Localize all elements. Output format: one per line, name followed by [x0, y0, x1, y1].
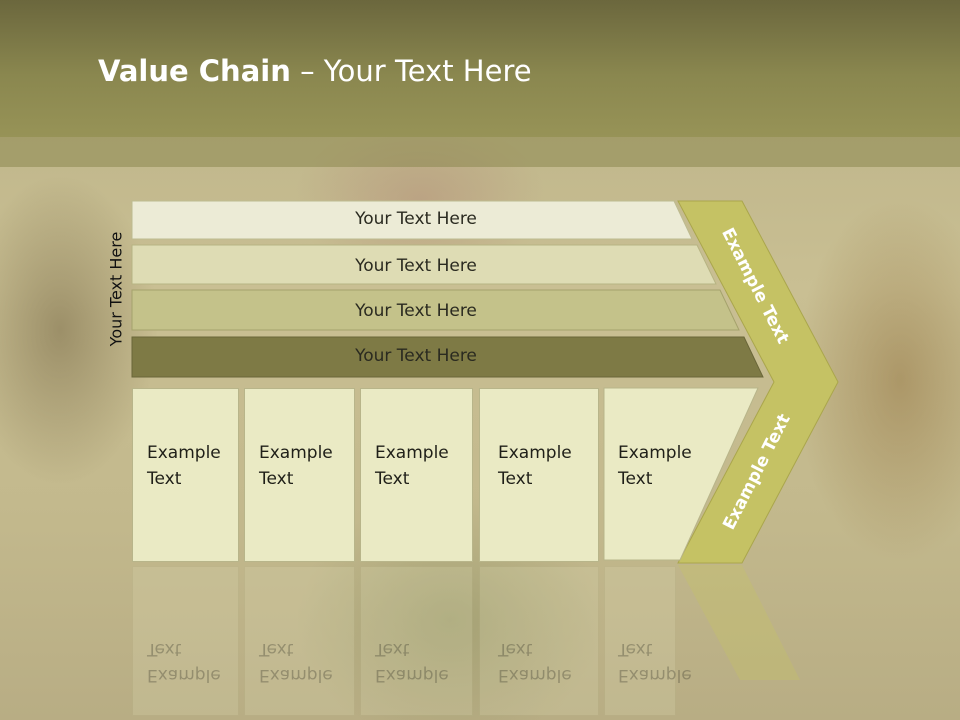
bar-3-shape [131, 289, 740, 331]
bar-1-shape [131, 200, 693, 240]
bar-2-text[interactable]: Your Text Here [355, 256, 477, 276]
box-4-reflection [479, 566, 599, 716]
box-5-reflection [604, 566, 676, 716]
box-4-line1: Example [498, 443, 572, 463]
box-4-line2: Text [498, 469, 533, 489]
bar-3-text[interactable]: Your Text Here [355, 301, 477, 321]
bar-4-text[interactable]: Your Text Here [355, 346, 477, 366]
box-4-refl-line2: Text [498, 639, 533, 659]
box-1-refl-line1: Example [147, 665, 221, 685]
box-3-refl-line1: Example [375, 665, 449, 685]
title-band [0, 0, 960, 137]
box-3-line1: Example [375, 443, 449, 463]
box-4-refl-line1: Example [498, 665, 572, 685]
box-5-reflection-text: Example Text [618, 636, 692, 688]
box-1-reflection [132, 566, 239, 716]
box-3-line2: Text [375, 469, 410, 489]
box-2[interactable] [244, 388, 355, 562]
slide-title[interactable]: Value Chain – Your Text Here [98, 54, 532, 88]
box-1-reflection-text: Example Text [147, 636, 221, 688]
chevron-shape [677, 200, 839, 564]
bar-2-shape [131, 244, 717, 285]
box-2-line1: Example [259, 443, 333, 463]
box-4[interactable] [479, 388, 599, 562]
bar-1-text[interactable]: Your Text Here [355, 209, 477, 229]
box-3[interactable] [360, 388, 473, 562]
box-4-reflection-text: Example Text [498, 636, 572, 688]
box-3-reflection-text: Example Text [375, 636, 449, 688]
box-1[interactable] [132, 388, 239, 562]
box-5-shape [603, 387, 759, 561]
box-5-line1: Example [618, 443, 692, 463]
box-5-refl-line1: Example [618, 665, 692, 685]
box-2-refl-line1: Example [259, 665, 333, 685]
title-bold: Value Chain [98, 54, 291, 88]
box-5-line2: Text [618, 469, 653, 489]
bar-4-shape [131, 336, 764, 378]
box-3-refl-line2: Text [375, 639, 410, 659]
box-2-reflection [244, 566, 355, 716]
box-3-reflection [360, 566, 473, 716]
box-1-refl-line2: Text [147, 639, 182, 659]
box-1-line2: Text [147, 469, 182, 489]
box-2-line2: Text [259, 469, 294, 489]
title-rest: – Your Text Here [290, 54, 532, 88]
box-1-line1: Example [147, 443, 221, 463]
box-5-refl-line2: Text [618, 639, 653, 659]
title-band-shadow [0, 137, 960, 167]
chevron-reflection [678, 565, 800, 680]
box-2-refl-line2: Text [259, 639, 294, 659]
box-2-reflection-text: Example Text [259, 636, 333, 688]
